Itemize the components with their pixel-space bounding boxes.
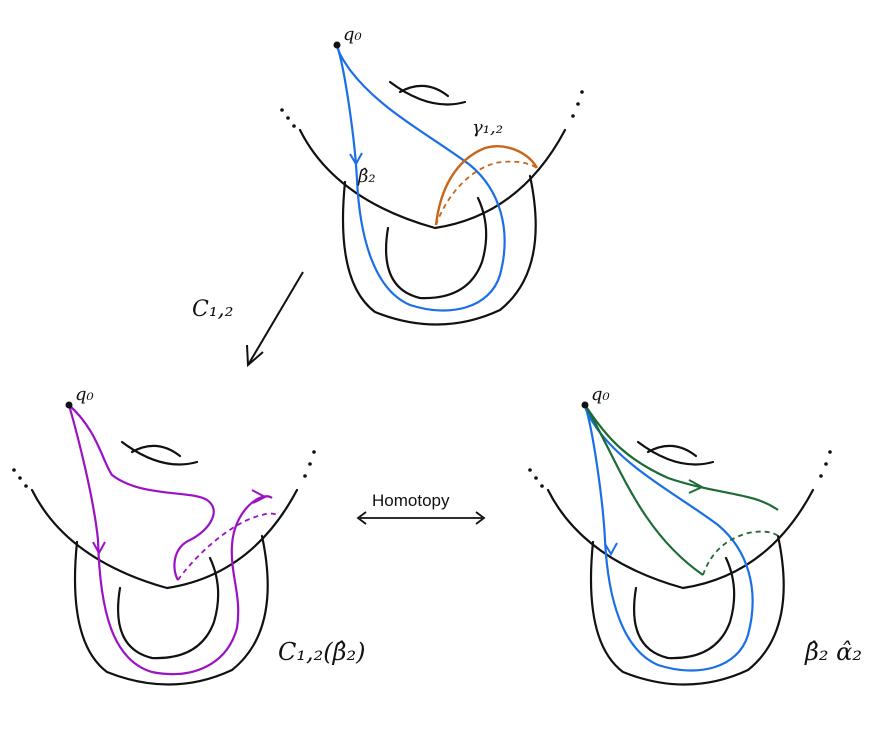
- c12-arrow: C₁,₂: [192, 271, 304, 368]
- q0-label-top: q₀: [343, 24, 362, 45]
- left-panel: q₀: [11, 384, 317, 686]
- q0-point-top: [333, 41, 341, 49]
- homotopy-arrow: Homotopy: [356, 491, 486, 525]
- purple-arrow-down: [92, 541, 106, 556]
- q0-label-right: q₀: [591, 384, 610, 405]
- q0-point-right: [581, 401, 589, 409]
- gamma-12-label: γ₁,₂: [472, 117, 503, 138]
- top-panel: q₀ β̂₂ γ₁,₂: [279, 24, 585, 326]
- q0-label-left: q₀: [75, 384, 94, 405]
- surface-left: [11, 440, 317, 686]
- green-arrow-right: [688, 479, 705, 494]
- q0-point-left: [65, 401, 73, 409]
- beta-arrow-right: [604, 542, 618, 557]
- surface-top: [279, 80, 585, 326]
- c12-beta-hidden: [177, 512, 278, 581]
- beta-hat-2-label: β̂₂: [357, 166, 376, 187]
- homotopy-label: Homotopy: [372, 491, 450, 510]
- c12-beta-curve: [67, 404, 273, 676]
- surface-right: [527, 440, 833, 686]
- alpha-hat-2-loop: [584, 404, 779, 576]
- alpha-hat-2-hidden: [702, 530, 779, 576]
- beta-hat-2-loop-top: [335, 44, 506, 312]
- beta-hat-2-loop-right: [583, 404, 754, 672]
- beta-arrow-top: [349, 152, 363, 167]
- purple-arrow-right: [251, 489, 268, 504]
- beta-alpha-label: β̂₂ α̂₂: [804, 638, 862, 666]
- c12-arrow-label: C₁,₂: [192, 297, 233, 322]
- gamma-12-curve: [434, 145, 539, 226]
- c12-beta-label: C₁,₂(β̂₂): [278, 638, 365, 666]
- gamma-12-hidden: [435, 160, 538, 226]
- right-panel: q₀: [527, 384, 833, 686]
